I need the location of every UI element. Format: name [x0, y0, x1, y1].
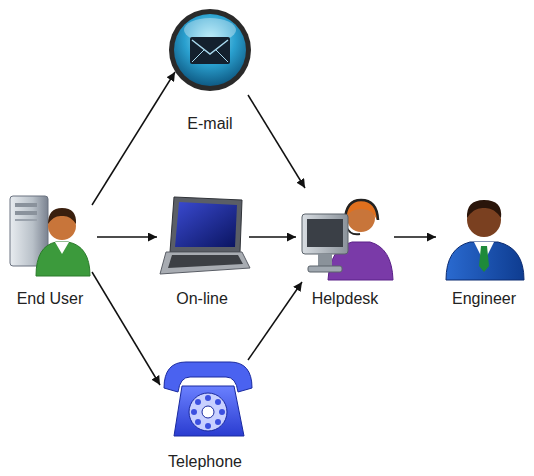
flow-arrow — [248, 95, 305, 188]
node-label: End User — [5, 290, 95, 308]
icon-node: End User — [5, 192, 95, 308]
icon-node: Telephone — [162, 355, 248, 471]
icon-node: On-line — [157, 192, 247, 308]
node-label: Engineer — [440, 290, 528, 308]
laptop-icon — [160, 197, 250, 274]
flow-arrow — [394, 236, 436, 238]
engineer-icon — [446, 200, 524, 280]
icon-node: Engineer — [440, 192, 528, 308]
flow-arrow — [248, 282, 302, 360]
email-icon — [169, 9, 251, 91]
node-label: E-mail — [168, 115, 252, 133]
telephone-icon — [164, 362, 252, 436]
node-label: On-line — [157, 290, 247, 308]
node-label: Telephone — [162, 453, 248, 471]
helpdesk-icon — [302, 199, 393, 280]
flow-arrow — [97, 236, 157, 238]
icon-node: E-mail — [168, 8, 252, 133]
flow-arrow — [92, 72, 175, 205]
end-user-icon — [10, 196, 90, 276]
flow-arrow — [92, 272, 160, 385]
icon-node: Helpdesk — [300, 190, 390, 308]
flow-arrow — [249, 236, 296, 238]
node-label: Helpdesk — [300, 290, 390, 308]
